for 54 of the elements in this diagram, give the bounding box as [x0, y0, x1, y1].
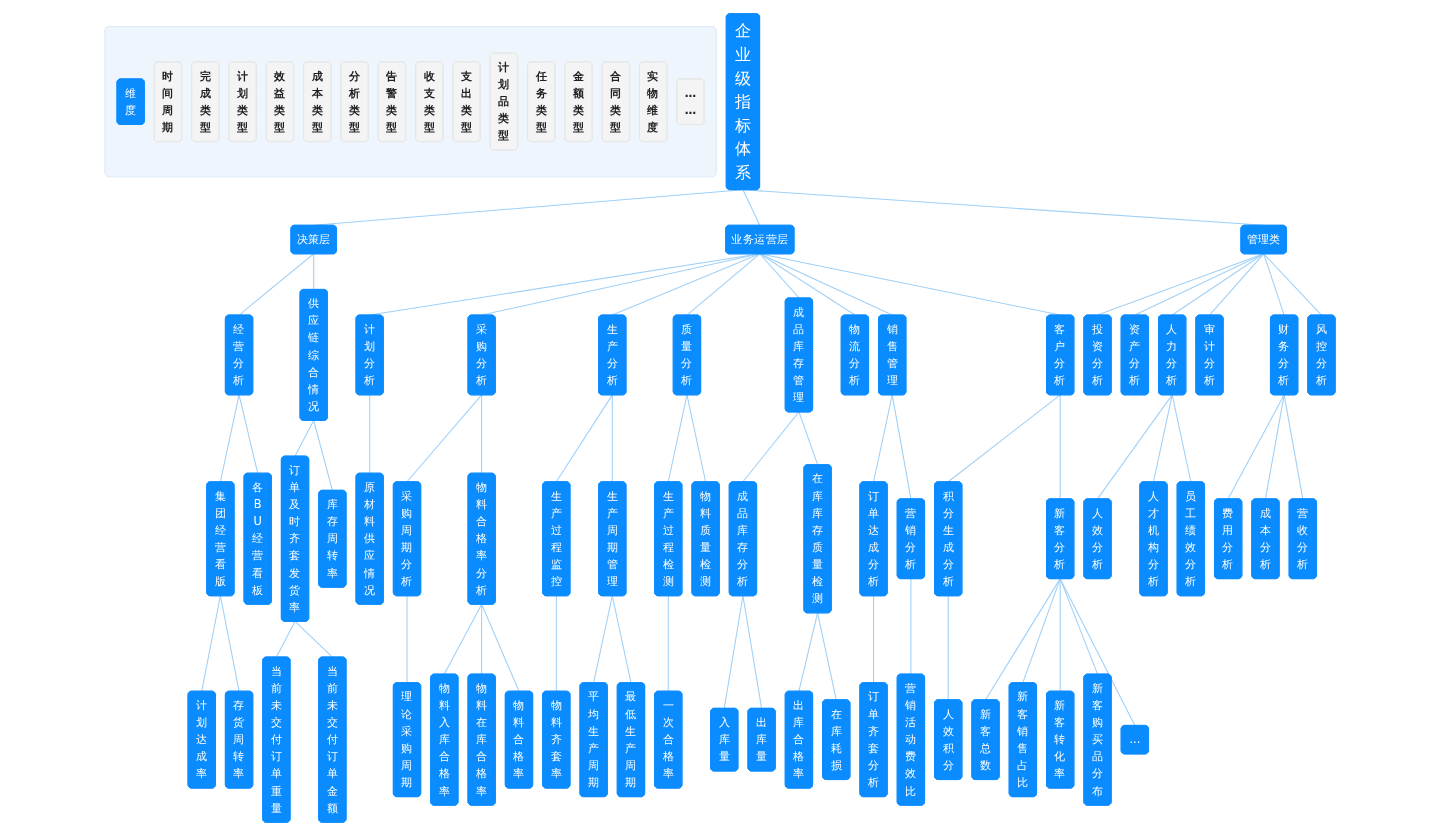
- connector: [1059, 393, 1061, 499]
- connector: [1059, 577, 1136, 726]
- connector: [238, 393, 259, 474]
- connector: [219, 393, 240, 482]
- connector: [219, 594, 240, 692]
- connector: [313, 252, 315, 290]
- connector: [1022, 577, 1061, 683]
- connector: [1263, 252, 1322, 316]
- connector: [611, 594, 632, 683]
- connector: [481, 393, 483, 474]
- connector: [1171, 393, 1192, 482]
- connector: [910, 577, 912, 675]
- connector: [686, 393, 707, 482]
- connector: [891, 393, 912, 499]
- connector: [238, 252, 315, 316]
- connector: [1171, 252, 1265, 316]
- connector: [593, 594, 613, 683]
- connector: [873, 393, 893, 482]
- connector: [406, 594, 408, 683]
- cluster: [104, 25, 717, 177]
- connector: [742, 188, 761, 226]
- connector: [759, 252, 856, 316]
- connector: [1283, 393, 1304, 499]
- connector: [1097, 393, 1173, 499]
- connector: [1227, 393, 1285, 499]
- connector: [275, 620, 296, 658]
- connector: [985, 577, 1061, 700]
- connector: [481, 603, 483, 675]
- connector: [1208, 252, 1265, 316]
- connector: [443, 603, 483, 675]
- connector: [481, 603, 520, 692]
- connector: [201, 594, 221, 692]
- connector: [406, 393, 483, 482]
- connector: [798, 410, 819, 465]
- connector: [817, 611, 837, 700]
- connector: [667, 594, 669, 692]
- connector: [369, 393, 371, 474]
- connector: [947, 594, 949, 700]
- connector: [873, 594, 875, 683]
- connector: [723, 594, 744, 709]
- connector: [313, 419, 333, 491]
- connector: [294, 620, 333, 658]
- connector: [742, 594, 763, 709]
- connector: [947, 393, 1061, 482]
- connector: [1264, 393, 1285, 499]
- connector: [611, 393, 613, 482]
- connector: [686, 252, 761, 316]
- connector: [294, 419, 315, 457]
- connector: [555, 594, 557, 692]
- connector: [555, 393, 613, 482]
- connector: [667, 393, 688, 482]
- connector: [759, 252, 800, 298]
- connector: [1152, 393, 1173, 482]
- connector: [742, 410, 800, 482]
